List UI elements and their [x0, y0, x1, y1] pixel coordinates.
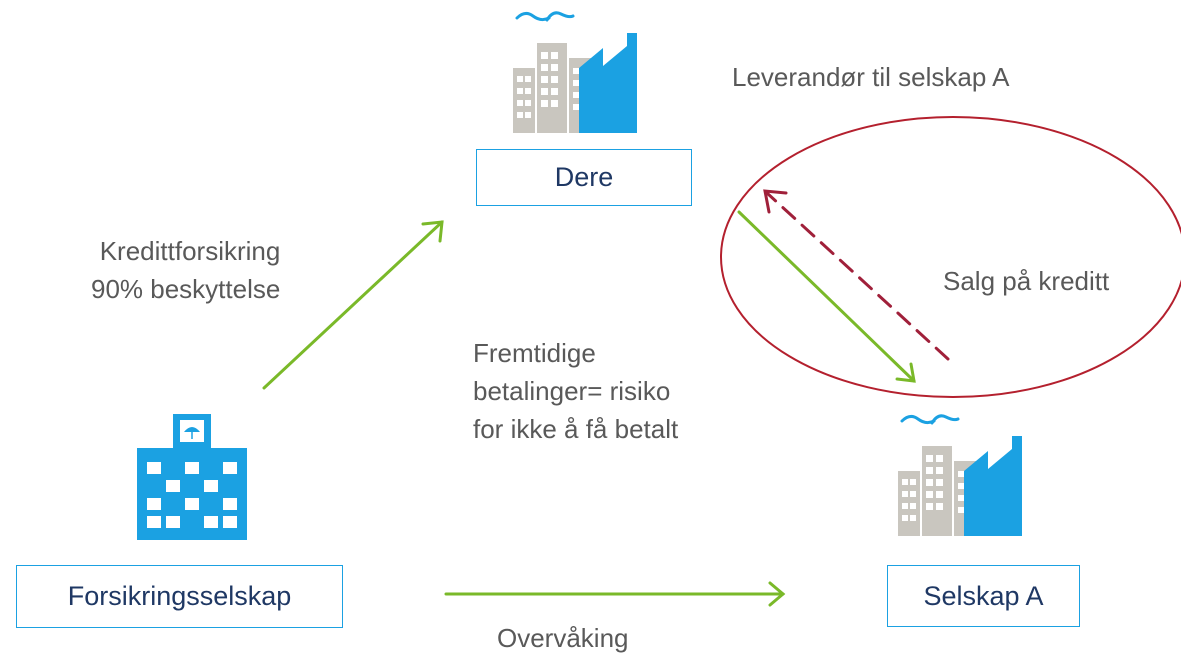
future-line1: Fremtidige — [473, 338, 596, 368]
node-company-a: Selskap A — [887, 565, 1080, 627]
future-line3: for ikke å få betalt — [473, 414, 679, 444]
insurance-building-icon — [137, 414, 247, 540]
node-company-a-label: Selskap A — [923, 580, 1044, 611]
factory-icon — [896, 414, 1024, 538]
monitoring-label: Overvåking — [497, 623, 629, 653]
arrow-dere-to-company-a — [737, 210, 916, 383]
arrow-payment-dashed — [763, 189, 950, 361]
arrow-insurer-to-company-a — [444, 581, 786, 607]
future-line2: betalinger= risiko — [473, 376, 671, 406]
credit-sale-highlight-ellipse — [720, 116, 1181, 398]
node-insurer: Forsikringsselskap — [16, 565, 343, 628]
supplier-label: Leverandør til selskap A — [732, 62, 1010, 92]
future-payments-label: Fremtidige betalinger= risiko for ikke å… — [473, 334, 678, 448]
node-dere-label: Dere — [554, 162, 614, 192]
credit-insurance-line1: Kredittforsikring — [99, 236, 281, 266]
credit-insurance-line2: 90% beskyttelse — [91, 274, 281, 304]
arrow-insurer-to-dere — [262, 220, 444, 390]
node-insurer-label: Forsikringsselskap — [67, 581, 292, 611]
node-dere: Dere — [476, 149, 692, 206]
credit-insurance-label: Kredittforsikring 90% beskyttelse — [91, 232, 280, 308]
factory-icon — [511, 11, 639, 135]
sale-on-credit-label: Salg på kreditt — [943, 266, 1110, 296]
